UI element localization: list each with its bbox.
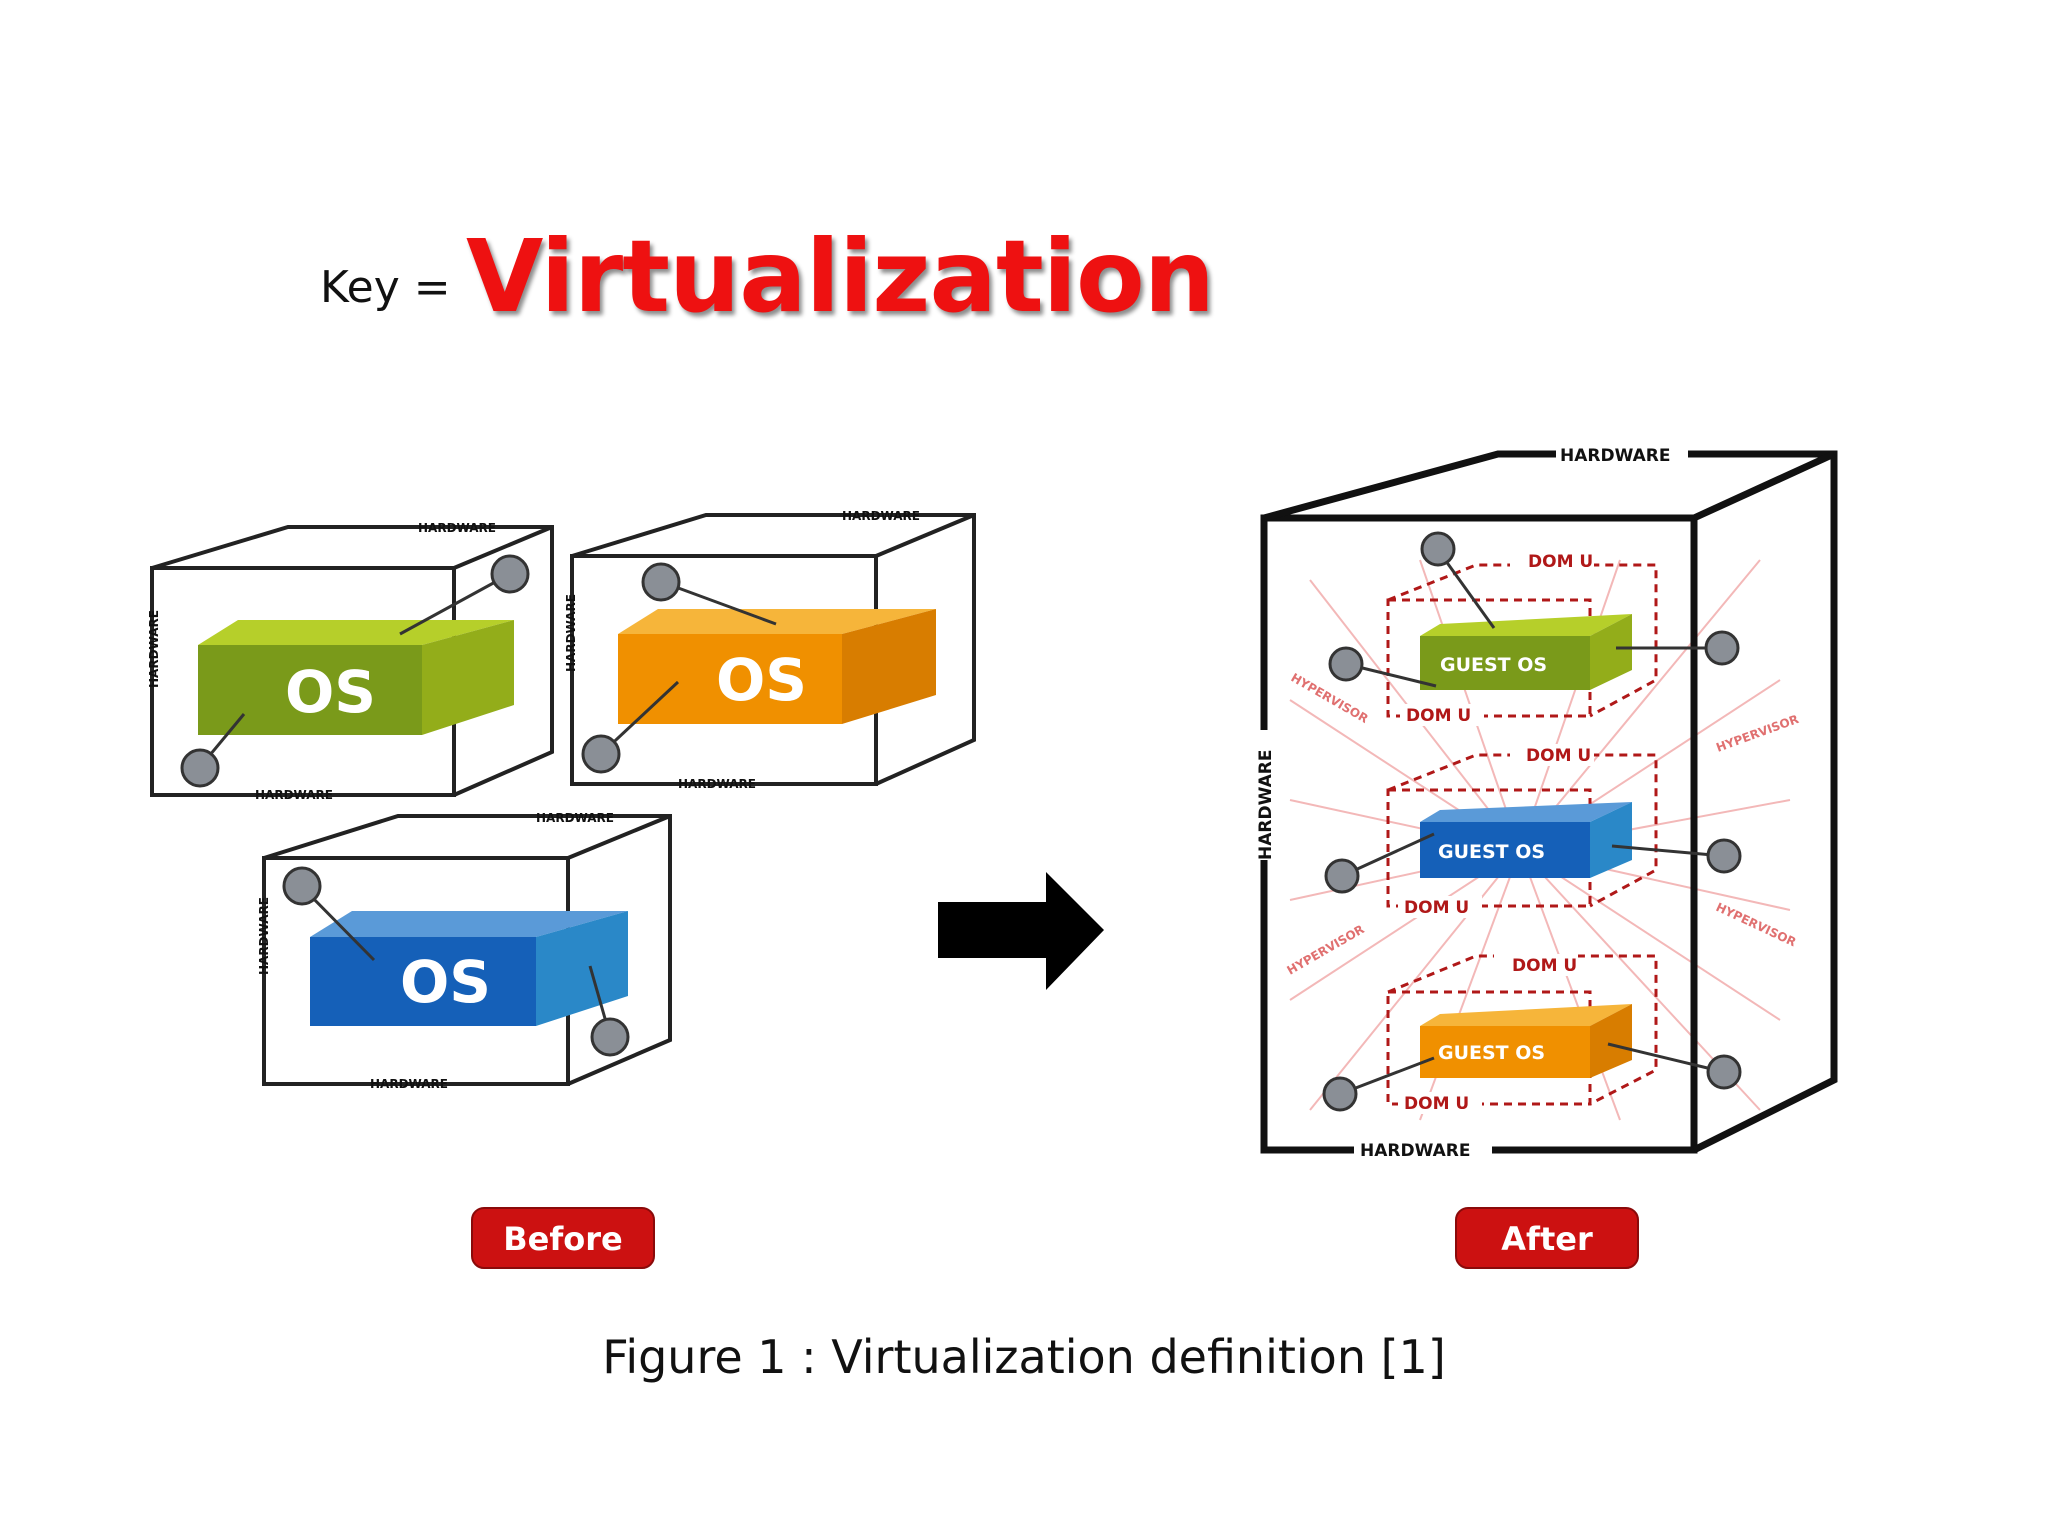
figure-caption: Figure 1 : Virtualization definition [1] [602,1330,1446,1384]
dom-u-label: DOM U [1406,706,1471,726]
hardware-label: HARDWARE [1256,750,1276,860]
dom-u-blue: GUEST OS DOM U DOM U [1324,744,1742,918]
app-icon [1704,630,1740,666]
key-title: Virtualization [466,218,1215,335]
dom-u-label: DOM U [1404,898,1469,918]
after-label: After [1501,1220,1593,1258]
dom-u-label: DOM U [1512,956,1577,976]
hardware-label: HARDWARE [536,811,614,825]
app-icon [1328,646,1364,682]
hypervisor-label: HYPERVISOR [1285,922,1367,978]
before-badge: Before [471,1207,655,1269]
guest-os-label: GUEST OS [1438,841,1545,863]
hypervisor-label: HYPERVISOR [1289,670,1371,726]
hypervisor-label: HYPERVISOR [1714,712,1800,755]
app-icon [490,554,530,594]
hardware-label: HARDWARE [1360,1141,1470,1161]
guest-os-label: GUEST OS [1440,654,1547,676]
after-badge: After [1455,1207,1639,1269]
app-icon [1322,1076,1358,1112]
app-icon [1706,838,1742,874]
app-icon [590,1017,630,1057]
hardware-label: HARDWARE [418,521,496,535]
app-icon [1706,1054,1742,1090]
os-label: OS [716,646,807,714]
hardware-label: HARDWARE [1560,446,1670,466]
hardware-label: HARDWARE [678,777,756,791]
app-icon [1324,858,1360,894]
hardware-label: HARDWARE [370,1077,448,1091]
arrow-right-icon [938,872,1104,990]
guest-os-label: GUEST OS [1438,1042,1545,1064]
before-box-green: OS HARDWARE HARDWARE HARDWARE [147,521,554,802]
hypervisor-label: HYPERVISOR [1714,900,1799,949]
key-label: Key = [320,262,451,313]
dom-u-label: DOM U [1528,552,1593,572]
hardware-label: HARDWARE [564,594,578,672]
before-box-blue: OS HARDWARE HARDWARE HARDWARE [257,811,672,1091]
hardware-label: HARDWARE [257,897,271,975]
after-box: HARDWARE HARDWARE HARDWARE HYPERVISOR HY… [1252,442,1838,1162]
os-label: OS [285,658,376,726]
app-icon [180,748,220,788]
app-icon [1420,531,1456,567]
app-icon [581,734,621,774]
app-icon [282,866,322,906]
os-label: OS [400,948,491,1016]
hardware-label: HARDWARE [255,788,333,802]
dom-u-label: DOM U [1404,1094,1469,1114]
hardware-label: HARDWARE [842,509,920,523]
dom-u-green: GUEST OS DOM U DOM U [1328,531,1740,726]
hardware-label: HARDWARE [147,610,161,688]
app-icon [641,562,681,602]
dom-u-orange: GUEST OS DOM U DOM U [1322,954,1742,1114]
before-label: Before [503,1220,622,1258]
dom-u-label: DOM U [1526,746,1591,766]
before-box-orange: OS HARDWARE HARDWARE HARDWARE [564,509,976,791]
